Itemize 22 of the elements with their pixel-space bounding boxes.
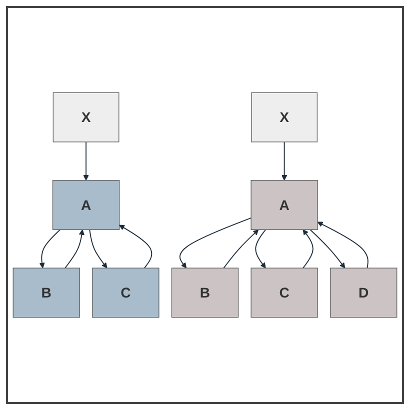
arrow [255, 229, 266, 268]
node-box [250, 180, 318, 230]
node-box [330, 268, 398, 318]
arrow [317, 222, 368, 269]
node-box [171, 268, 239, 318]
arrow [119, 224, 152, 269]
arrow [310, 229, 346, 268]
node-box [251, 92, 318, 142]
diagram-frame: X A B C X A B C D [6, 6, 404, 404]
arrow [89, 229, 108, 268]
node-box [250, 268, 318, 318]
arrow [179, 217, 252, 268]
node-box [52, 180, 120, 230]
node-box [52, 92, 120, 142]
arrow [302, 229, 314, 269]
node-box [12, 268, 80, 318]
arrow [39, 229, 61, 268]
arrow [83, 141, 89, 181]
node-box [92, 268, 160, 318]
arrow [64, 229, 84, 269]
arrow [282, 141, 288, 181]
arrow [223, 229, 259, 269]
